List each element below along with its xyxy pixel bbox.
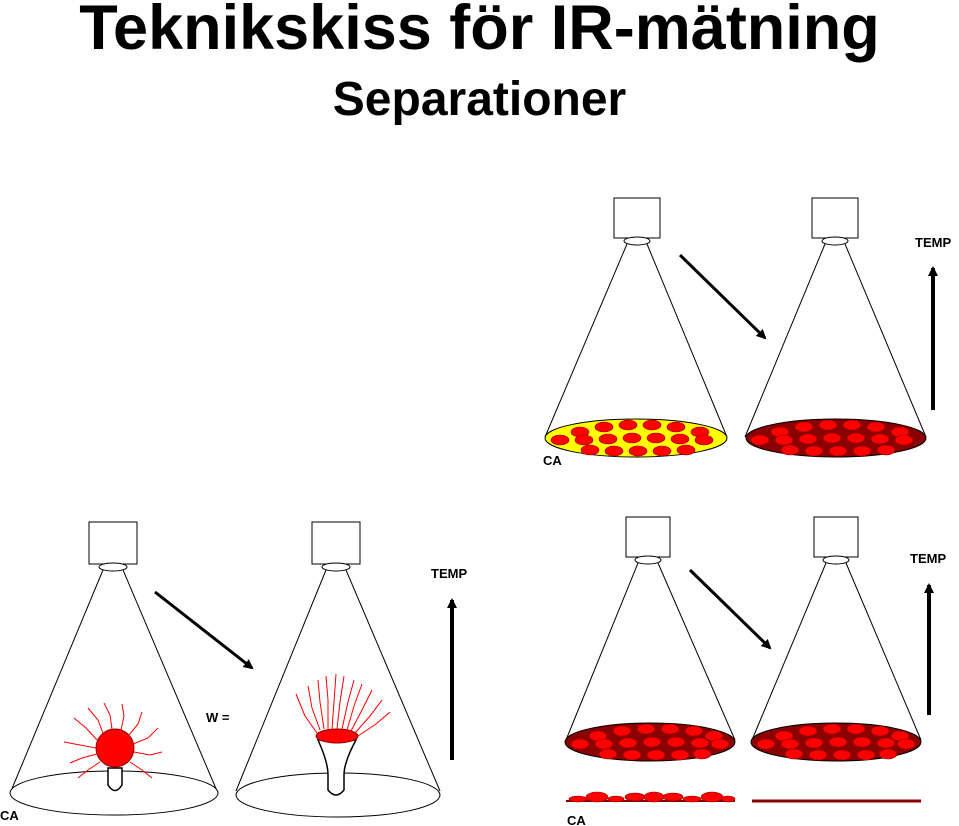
ir-camera-5 (565, 516, 736, 741)
ca-label-2: CA (0, 808, 19, 823)
sample-plate-yellow (544, 418, 728, 458)
temp-label-1: TEMP (915, 235, 951, 250)
ir-camera-3 (9, 521, 219, 816)
panel-bottom-right: CA (564, 516, 946, 826)
transition-arrow-3 (688, 568, 772, 650)
ir-camera-6 (751, 516, 922, 741)
w-label: W = (206, 710, 230, 725)
page-title: Teknikskiss för IR-mätning (79, 0, 880, 63)
ir-camera-2 (744, 197, 927, 438)
spreading-droplet-sample (295, 673, 391, 796)
sample-plate-dark (745, 418, 927, 458)
page-subtitle: Separationer (332, 73, 627, 126)
panel-top-right: CA (543, 197, 951, 468)
sample-plate-dark-3 (750, 722, 922, 762)
temp-label-2: TEMP (431, 566, 467, 581)
transition-arrow-2 (154, 590, 254, 670)
side-profile-bumps (566, 791, 736, 803)
temp-label-3: TEMP (910, 551, 946, 566)
transition-arrow-1 (678, 253, 767, 340)
ca-label-3: CA (567, 813, 586, 826)
panel-bottom-left: CA W = (0, 521, 467, 823)
sample-plate-dark-2 (564, 722, 736, 762)
ir-camera-1 (544, 197, 728, 438)
ca-label-1: CA (543, 453, 562, 468)
droplet-sample (63, 702, 163, 792)
